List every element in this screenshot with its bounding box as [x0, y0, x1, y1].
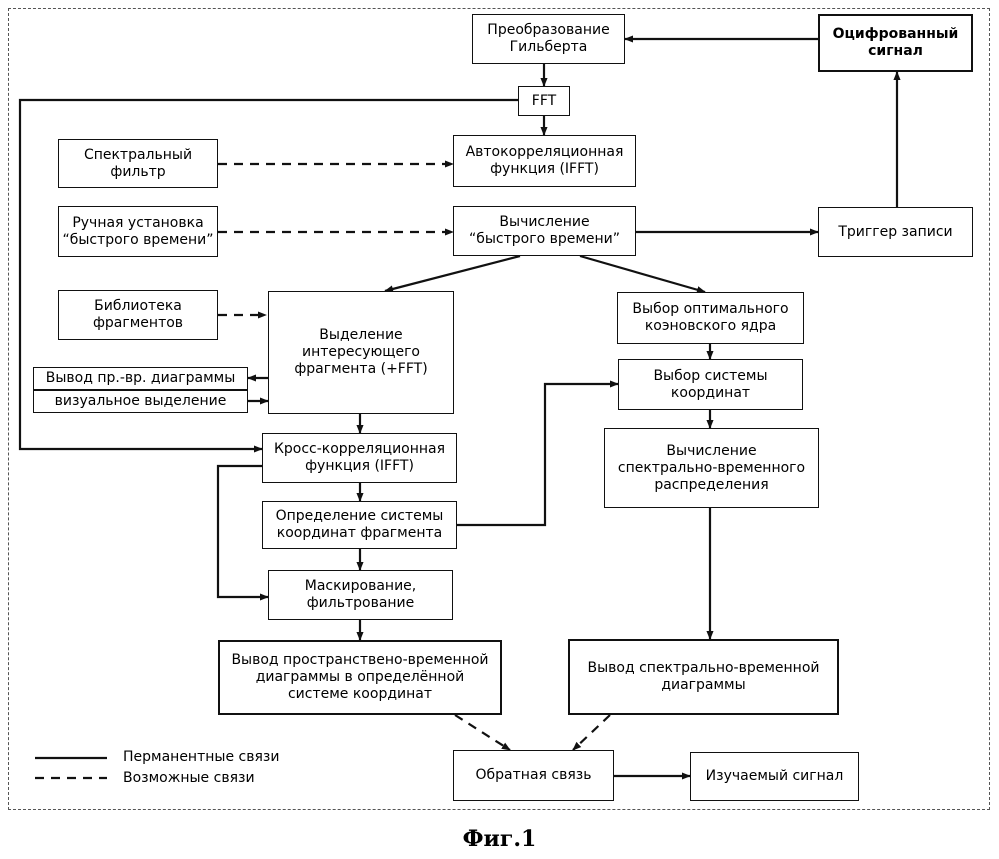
spectral-filter-box: Спектральный фильтр — [58, 139, 218, 188]
edge-coords-to-choosecoords — [457, 384, 618, 525]
edge-spatial-to-feedback — [455, 715, 510, 750]
fragment-library-box: Библиотека фрагментов — [58, 290, 218, 340]
output-spectral-diagram-box: Вывод спектрально-временной диаграммы — [568, 639, 839, 715]
record-trigger-box: Триггер записи — [818, 207, 973, 257]
fragment-coordinates-box: Определение системы координат фрагмента — [262, 501, 457, 549]
choose-coordinates-box: Выбор системы координат — [618, 359, 803, 410]
output-st-diagram-box: Вывод пр.-вр. диаграммы — [33, 367, 248, 390]
output-spatial-diagram-box: Вывод пространствено-временной диаграммы… — [218, 640, 502, 715]
autocorrelation-box: Автокорреляционная функция (IFFT) — [453, 135, 636, 187]
manual-fast-time-box: Ручная установка “быстрого времени” — [58, 206, 218, 257]
calc-fast-time-box: Вычисление “быстрого времени” — [453, 206, 636, 256]
studied-signal-box: Изучаемый сигнал — [690, 752, 859, 801]
feedback-box: Обратная связь — [453, 750, 614, 801]
edge-fasttime-to-kernel — [580, 256, 705, 292]
figure-caption: Фиг.1 — [0, 826, 999, 852]
legend-possible-label: Возможные связи — [123, 770, 255, 786]
calc-spectral-time-box: Вычисление спектрально-временного распре… — [604, 428, 819, 508]
hilbert-transform-box: Преобразование Гильберта — [472, 14, 625, 64]
select-fragment-box: Выделение интересующего фрагмента (+FFT) — [268, 291, 454, 414]
masking-filtering-box: Маскирование, фильтрование — [268, 570, 453, 620]
fft-box: FFT — [518, 86, 570, 116]
edge-spectral-to-feedback — [573, 715, 610, 750]
choose-kernel-box: Выбор оптимального коэновского ядра — [617, 292, 804, 344]
edge-fasttime-to-fragment — [385, 256, 520, 291]
digitized-signal-box: Оцифрованный сигнал — [818, 14, 973, 72]
crosscorrelation-box: Кросс-корреляционная функция (IFFT) — [262, 433, 457, 483]
legend-permanent-label: Перманентные связи — [123, 749, 279, 765]
visual-selection-box: визуальное выделение — [33, 390, 248, 413]
edge-crosscorr-to-masking — [218, 466, 268, 597]
